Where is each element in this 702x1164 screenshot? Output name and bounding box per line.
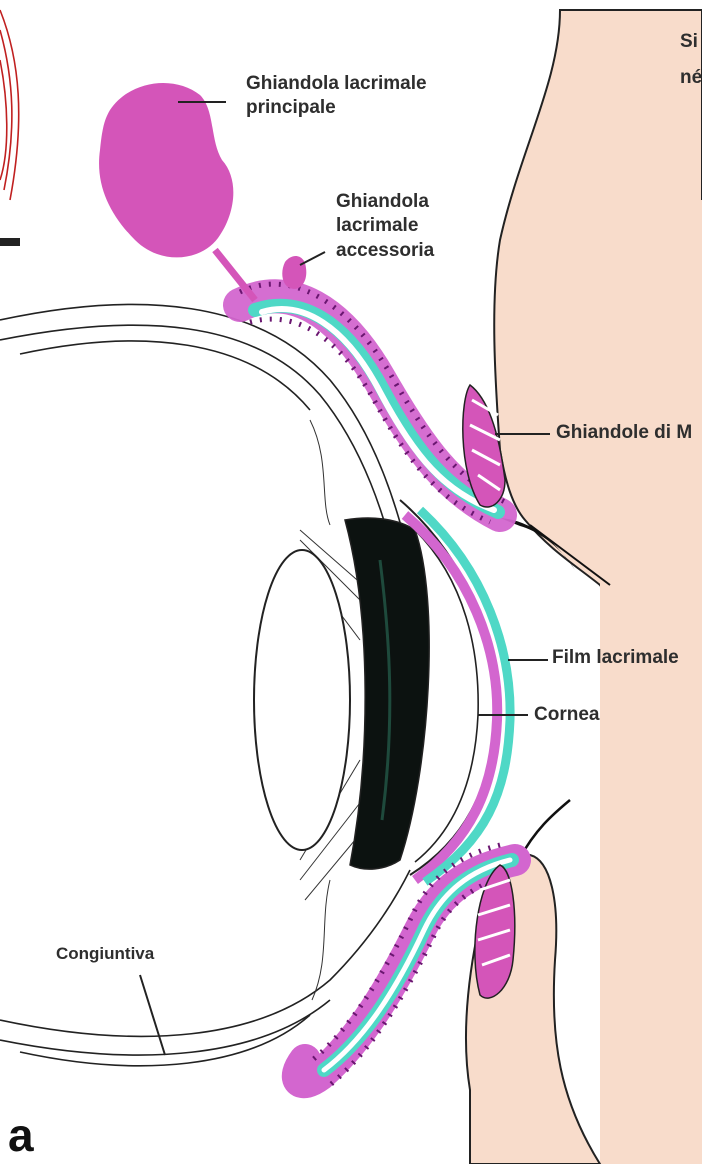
label-cornea: Cornea [534, 703, 599, 727]
label-tear-film: Film lacrimale [552, 646, 679, 670]
upper-skin-fill-area [600, 200, 702, 1164]
side-text-line-2: né [680, 66, 702, 90]
panel-letter: a [8, 1112, 34, 1158]
side-text-line-1: Si [680, 30, 698, 54]
accessory-lacrimal-gland [282, 256, 306, 289]
iris [345, 518, 429, 869]
red-ornament-fragment [0, 10, 19, 200]
lower-eyelash [520, 800, 570, 858]
label-meibomian-glands: Ghiandole di M [556, 421, 692, 445]
label-conjunctiva: Congiuntiva [56, 943, 154, 965]
label-main-lacrimal-gland: Ghiandola lacrimale principale [246, 72, 427, 121]
label-accessory-lacrimal-gland: Ghiandola lacrimale accessoria [336, 190, 434, 263]
crystalline-lens [254, 550, 350, 850]
dark-corner-mark [0, 238, 20, 246]
main-lacrimal-gland [99, 83, 233, 257]
